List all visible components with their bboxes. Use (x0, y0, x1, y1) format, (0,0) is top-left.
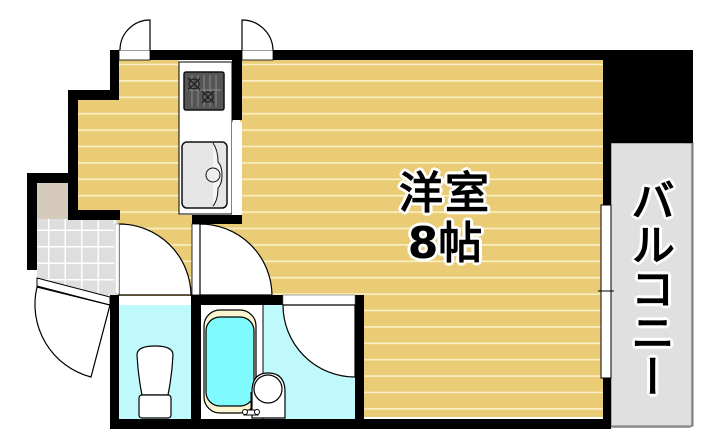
toilet-icon (136, 345, 174, 419)
door-top-right[interactable] (241, 19, 274, 61)
walls (27, 50, 693, 429)
washbasin-icon (251, 372, 286, 419)
room-size-label: 8帖 (407, 218, 483, 269)
kitchen-counter (178, 61, 242, 215)
room-name-label: 洋室 (399, 168, 491, 219)
shoe-closet (37, 183, 69, 219)
balcony-label: バルコニー (623, 178, 674, 398)
bathroom-door[interactable] (191, 223, 273, 296)
bathroom-fixtures (201, 305, 286, 419)
gas-stove-icon (183, 71, 225, 111)
balcony-window[interactable] (598, 204, 614, 379)
washroom-door[interactable] (282, 294, 356, 378)
kitchen-sink-icon (181, 141, 228, 209)
entrance-door-left[interactable] (118, 19, 151, 61)
toilet-door[interactable] (114, 223, 192, 296)
bathtub-icon (203, 309, 257, 414)
front-door[interactable] (34, 277, 111, 378)
faucet-icon (242, 392, 260, 416)
